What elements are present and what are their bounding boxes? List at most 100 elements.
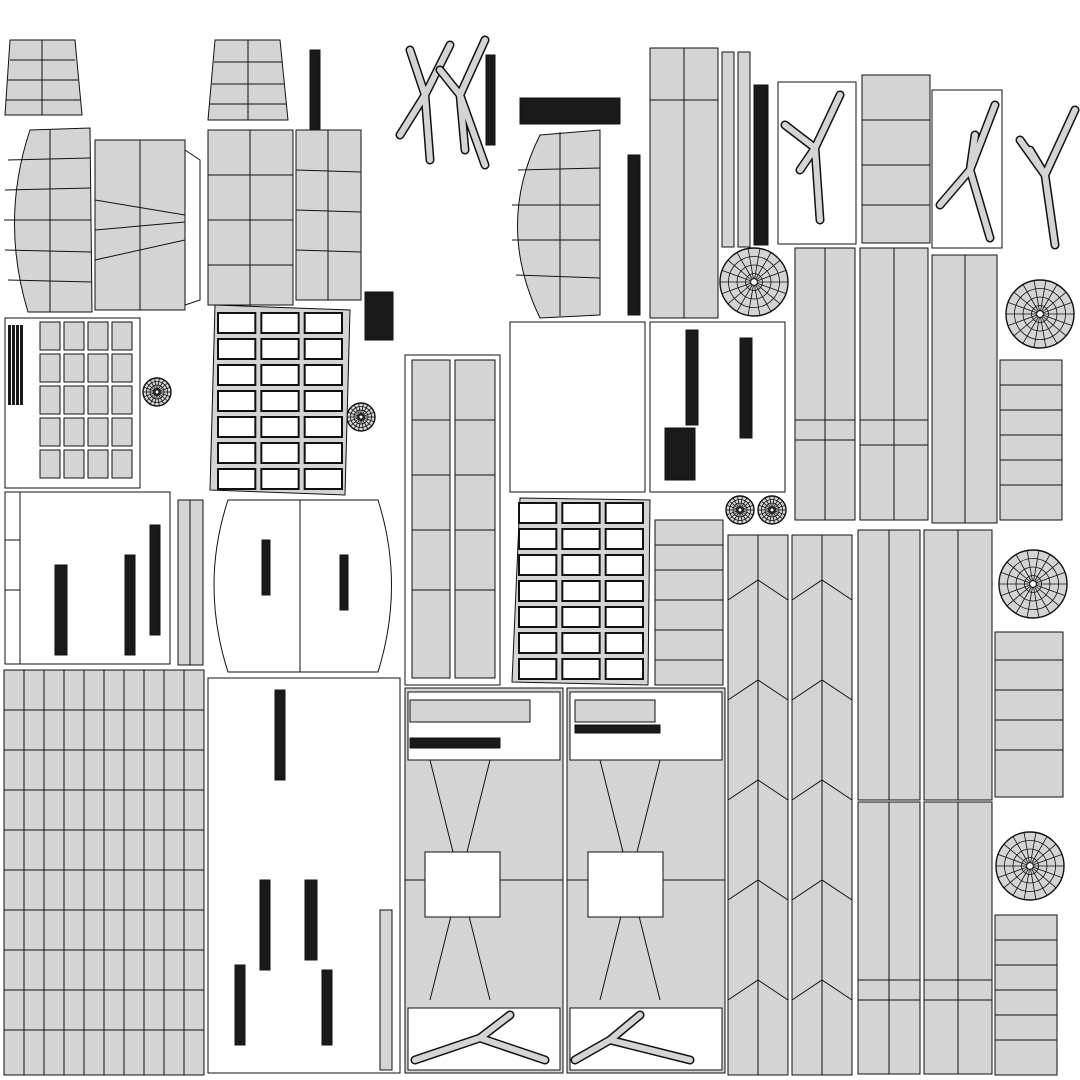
island-long-plank-3 xyxy=(857,529,921,801)
island-column-strip-1 xyxy=(649,47,719,319)
island-mid-parts-2 xyxy=(213,499,301,673)
grid-cell xyxy=(87,417,109,447)
island-long-plank-6 xyxy=(923,801,993,1075)
window-pane xyxy=(561,580,601,602)
island-window-frame-1 xyxy=(209,304,351,496)
window-pane xyxy=(561,502,601,524)
window-pane xyxy=(260,312,300,334)
grid-bar xyxy=(16,325,19,405)
window-pane xyxy=(604,580,645,602)
island-seat-top-left xyxy=(4,39,83,116)
grid-bar xyxy=(8,325,11,405)
island-frame-box-3 xyxy=(931,89,1003,249)
window-pane xyxy=(518,606,558,628)
grid-cell xyxy=(63,417,85,447)
island-right-block-2 xyxy=(994,631,1064,798)
wheel-island-12 xyxy=(346,402,376,432)
grid-cell xyxy=(87,353,109,383)
grid-cell xyxy=(63,385,85,415)
window-pane xyxy=(260,416,300,438)
island-y-frame-right xyxy=(1015,105,1080,250)
window-pane xyxy=(217,364,257,386)
grid-cell xyxy=(111,353,133,383)
window-pane xyxy=(217,338,257,360)
window-pane xyxy=(561,658,601,680)
island-center-box-2 xyxy=(649,321,786,493)
plank-chevron xyxy=(727,779,789,801)
window-pane xyxy=(260,364,300,386)
island-panel-3 xyxy=(207,129,294,306)
grid-bar xyxy=(12,325,15,405)
island-frame-box-1 xyxy=(777,81,857,245)
window-pane xyxy=(217,390,257,412)
island-curved-panel-5 xyxy=(512,129,601,319)
window-pane xyxy=(303,338,343,360)
window-pane xyxy=(604,606,645,628)
plank-chevron xyxy=(791,579,853,601)
window-pane xyxy=(303,468,343,490)
island-plank-group-2 xyxy=(859,247,929,521)
grid-cell xyxy=(39,321,61,351)
grid-cell xyxy=(111,321,133,351)
window-pane xyxy=(518,658,558,680)
window-pane xyxy=(260,390,300,412)
island-floor-grid xyxy=(3,669,205,1076)
window-pane xyxy=(518,554,558,576)
grid-cell xyxy=(87,385,109,415)
window-pane xyxy=(561,632,601,654)
island-frame-box-2 xyxy=(861,74,931,244)
window-pane xyxy=(303,416,343,438)
island-long-plank-5 xyxy=(857,801,921,1075)
window-pane xyxy=(217,442,257,464)
grid-cell xyxy=(87,321,109,351)
island-dense-bars xyxy=(309,49,641,749)
window-pane xyxy=(303,312,343,334)
window-pane xyxy=(518,502,558,524)
window-pane xyxy=(518,528,558,550)
island-curved-panel-1 xyxy=(4,127,93,313)
island-panel-2 xyxy=(94,139,201,311)
island-left-mid-parts xyxy=(4,491,171,665)
wheel-island-8 xyxy=(995,831,1065,901)
window-pane xyxy=(604,554,645,576)
window-pane xyxy=(217,416,257,438)
island-panel-4 xyxy=(295,129,362,301)
island-center-box xyxy=(509,321,646,493)
island-plank-group-3 xyxy=(931,254,998,524)
island-panel-6 xyxy=(654,519,724,686)
window-pane xyxy=(217,468,257,490)
window-pane xyxy=(260,442,300,464)
grid-bar xyxy=(20,325,23,405)
window-pane xyxy=(217,312,257,334)
island-small-grid-left xyxy=(4,317,141,489)
island-seat-top-mid xyxy=(207,39,289,121)
window-pane xyxy=(604,658,645,680)
window-pane xyxy=(561,606,601,628)
island-window-frame-2 xyxy=(511,497,651,686)
window-pane xyxy=(604,502,645,524)
island-parts-box-bottom xyxy=(207,677,401,1074)
window-pane xyxy=(604,528,645,550)
grid-cell xyxy=(63,449,85,479)
wheel-island-11 xyxy=(142,377,172,407)
plank-chevron xyxy=(791,879,853,901)
grid-cell xyxy=(63,321,85,351)
grid-cell xyxy=(111,417,133,447)
island-plank-group-1 xyxy=(794,247,856,521)
wheel-island-5 xyxy=(998,549,1068,619)
window-pane xyxy=(303,442,343,464)
window-pane xyxy=(260,468,300,490)
window-pane xyxy=(518,580,558,602)
island-bottom-panel-right xyxy=(566,687,726,1074)
plank-chevron xyxy=(727,879,789,901)
island-long-plank-1 xyxy=(727,534,789,1076)
island-thin-strips xyxy=(721,51,769,248)
island-right-block-1 xyxy=(999,359,1063,521)
grid-cell xyxy=(39,449,61,479)
plank-chevron xyxy=(727,679,789,701)
plank-chevron xyxy=(791,779,853,801)
island-center-strips xyxy=(404,354,501,686)
island-mid-parts-3 xyxy=(299,499,392,673)
